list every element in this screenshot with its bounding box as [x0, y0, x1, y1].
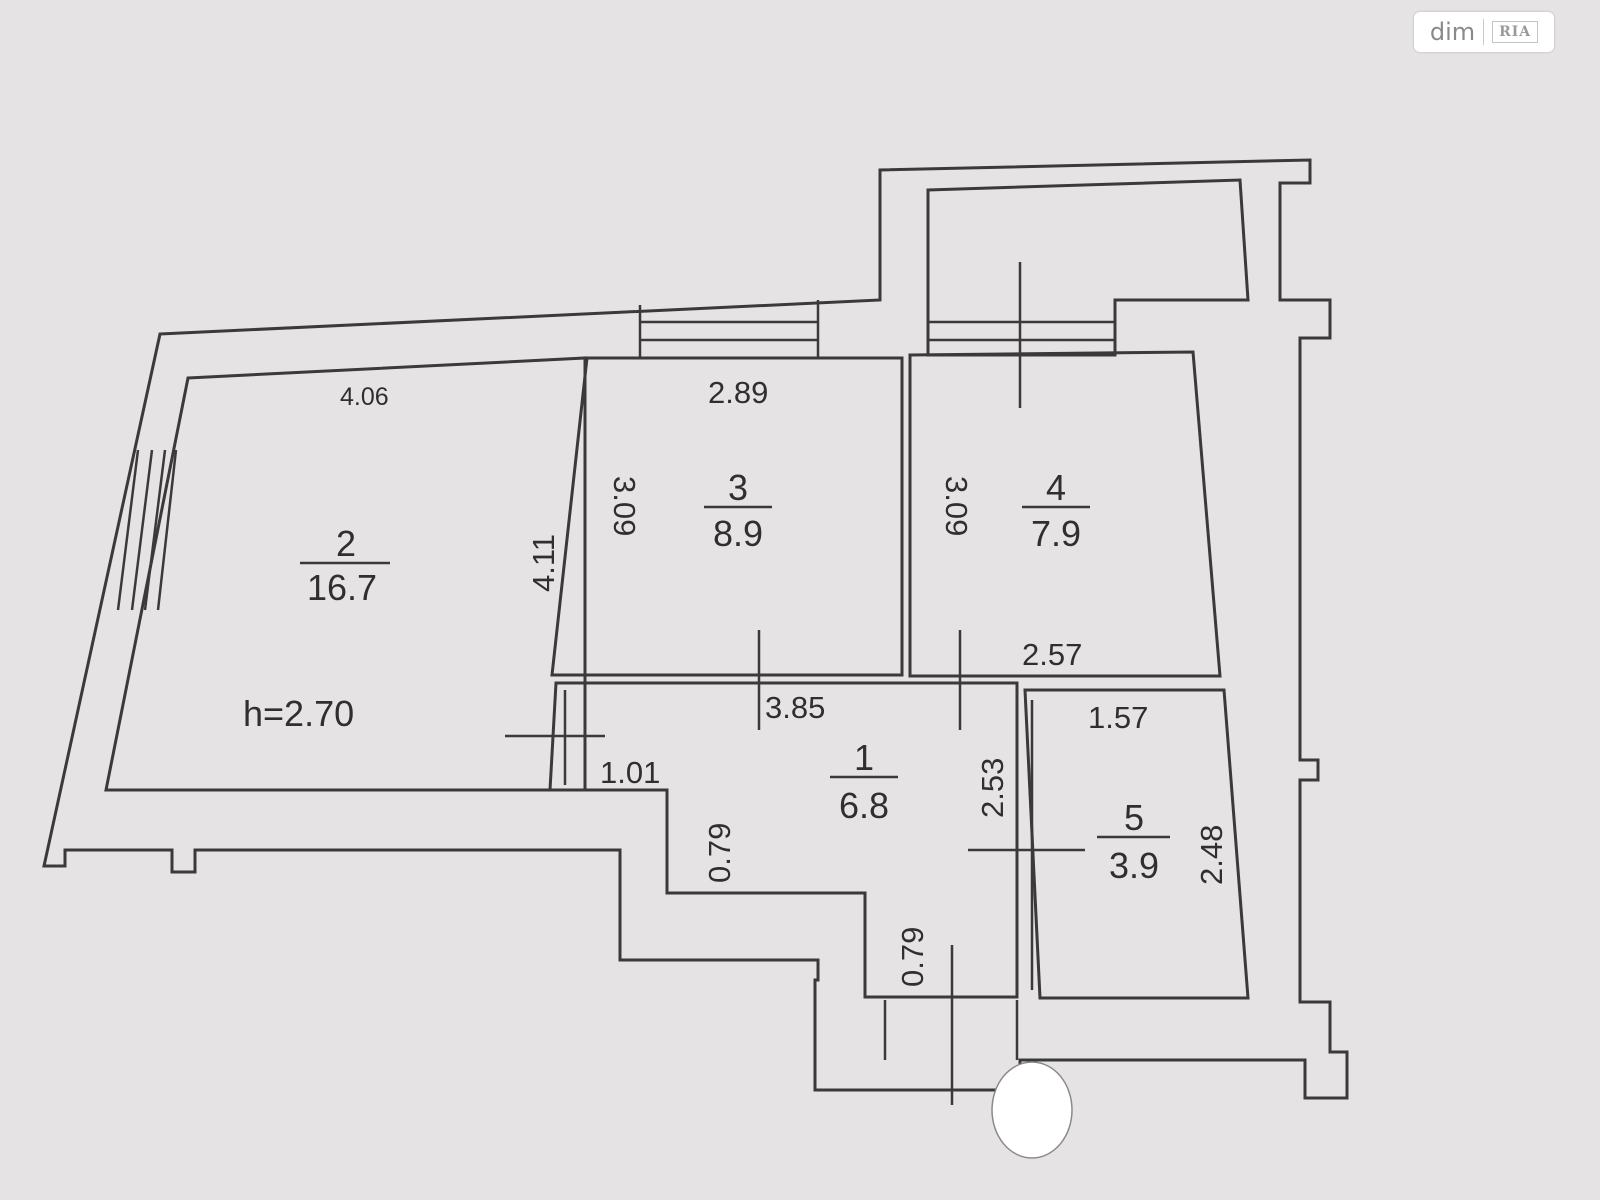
room-3-number: 3 [728, 467, 748, 508]
dim-room2-top: 4.06 [340, 383, 389, 411]
dim-hall-side: 2.53 [975, 758, 1010, 818]
room-5-number: 5 [1124, 797, 1144, 838]
room-5-area: 3.9 [1109, 845, 1159, 886]
room-2-number: 2 [336, 523, 356, 564]
dim-room4-side: 3.09 [939, 476, 974, 536]
room-4-walls [908, 350, 1222, 678]
entrance-marker [991, 1061, 1073, 1159]
loggia-walls [926, 178, 1250, 357]
door-marks [505, 262, 1085, 1105]
room-3-walls [550, 356, 904, 677]
room-3-area: 8.9 [713, 513, 763, 554]
fraction-bars [300, 505, 1170, 839]
dim-hall-top: 3.85 [765, 690, 825, 725]
dim-room3-top: 2.89 [708, 375, 768, 410]
dim-room5-top: 1.57 [1088, 700, 1148, 735]
room-4-number: 4 [1046, 467, 1066, 508]
dim-room4-bottom: 2.57 [1022, 637, 1082, 672]
dim-hall-recess-a: 0.79 [702, 823, 737, 883]
ceiling-height: h=2.70 [243, 693, 354, 734]
room-1-number: 1 [854, 737, 874, 778]
outer-wall [42, 158, 1349, 1100]
watermark-logo: dim RIA [1414, 12, 1554, 52]
dim-hall-recess-b: 0.79 [895, 927, 930, 987]
dim-room3-side: 3.09 [607, 476, 642, 536]
watermark-divider [1483, 19, 1485, 45]
room-2-area: 16.7 [307, 567, 377, 608]
dim-hall-step: 1.01 [600, 755, 660, 790]
room-1-area: 6.8 [839, 785, 889, 826]
windows [116, 300, 1117, 1060]
watermark-brand: dim [1429, 18, 1476, 46]
dim-room2-side: 4.11 [526, 534, 561, 592]
dim-room5-side: 2.48 [1194, 825, 1229, 885]
room-5-walls [1023, 688, 1250, 1000]
room-4-area: 7.9 [1031, 513, 1081, 554]
watermark-badge: RIA [1492, 21, 1539, 43]
hall-walls [548, 681, 1019, 999]
